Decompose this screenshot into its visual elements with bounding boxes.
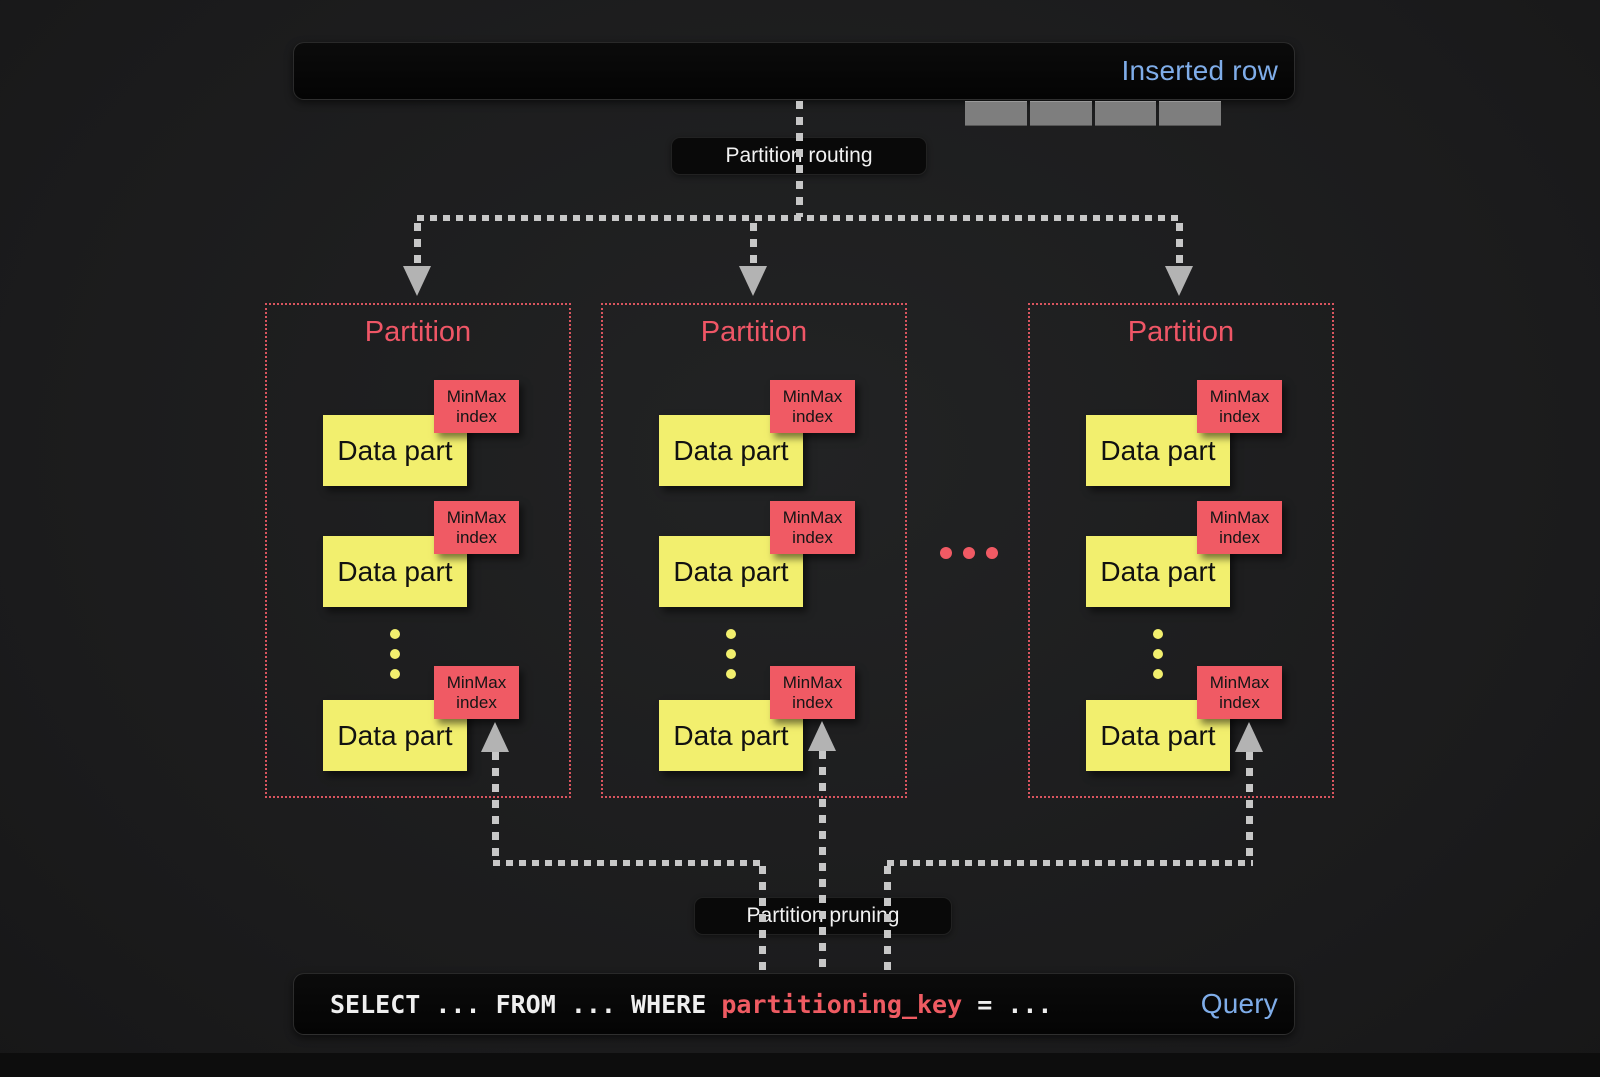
data-part-box: Data part xyxy=(1086,536,1230,607)
query-label: Query xyxy=(1200,988,1278,1019)
minmax-index-tag: MinMax index xyxy=(434,666,519,719)
row-segment xyxy=(1029,101,1092,126)
arrow-up-icon xyxy=(481,722,509,752)
partition-box-3: Partition MinMax index Data part MinMax … xyxy=(1028,303,1334,798)
routing-branch-line xyxy=(417,215,1180,221)
routing-arrow-stem-middle xyxy=(750,223,757,267)
routing-arrow-stem-left xyxy=(414,223,421,267)
more-parts-ellipsis-icon xyxy=(726,629,736,679)
pruning-branch-line-right xyxy=(887,860,1253,866)
partitioning-key-token: partitioning_key xyxy=(721,989,963,1019)
pruning-stem-right-down xyxy=(884,866,891,973)
routing-feed-line xyxy=(796,101,803,217)
more-parts-ellipsis-icon xyxy=(390,629,400,679)
row-segment xyxy=(1094,101,1157,126)
more-parts-ellipsis-icon xyxy=(1153,629,1163,679)
bottom-strip xyxy=(0,1053,1600,1077)
row-segment xyxy=(1159,101,1221,126)
pruning-branch-line-left xyxy=(493,860,765,866)
data-part-box: Data part xyxy=(323,415,467,486)
minmax-index-tag: MinMax index xyxy=(1197,501,1282,554)
arrow-up-icon xyxy=(1235,722,1263,752)
partition-ellipsis-icon xyxy=(940,547,998,559)
partition-box-2: Partition MinMax index Data part MinMax … xyxy=(601,303,907,798)
partition-title: Partition xyxy=(364,316,472,348)
query-panel: SELECT ... FROM ... WHERE partitioning_k… xyxy=(293,973,1295,1035)
minmax-index-tag: MinMax index xyxy=(1197,666,1282,719)
routing-arrow-stem-right xyxy=(1176,223,1183,267)
minmax-index-tag: MinMax index xyxy=(434,380,519,433)
arrow-up-icon xyxy=(808,721,836,751)
arrow-down-icon xyxy=(1165,266,1193,296)
query-code: SELECT ... FROM ... WHERE partitioning_k… xyxy=(294,990,1052,1019)
minmax-index-tag: MinMax index xyxy=(770,380,855,433)
arrow-down-icon xyxy=(739,266,767,296)
minmax-index-tag: MinMax index xyxy=(770,666,855,719)
minmax-index-tag: MinMax index xyxy=(1197,380,1282,433)
partition-box-1: Partition MinMax index Data part MinMax … xyxy=(265,303,571,798)
pruning-stem-left-down xyxy=(759,866,766,973)
partition-title: Partition xyxy=(700,316,808,348)
minmax-index-tag: MinMax index xyxy=(770,501,855,554)
inserted-row-label: Inserted row xyxy=(1121,55,1278,86)
arrow-down-icon xyxy=(403,266,431,296)
partition-title: Partition xyxy=(1127,316,1235,348)
row-segment xyxy=(965,101,1027,126)
data-part-box: Data part xyxy=(323,536,467,607)
pruning-stem-middle xyxy=(819,751,826,973)
query-code-before: SELECT ... FROM ... WHERE xyxy=(330,989,722,1019)
pruning-stem-right-up xyxy=(1246,752,1253,863)
data-part-box: Data part xyxy=(1086,415,1230,486)
pruning-stem-left-up xyxy=(492,752,499,863)
inserted-row-bar-icon xyxy=(965,101,1221,126)
inserted-row-panel: Inserted row xyxy=(293,42,1295,126)
query-code-after: = ... xyxy=(962,989,1053,1019)
minmax-index-tag: MinMax index xyxy=(434,501,519,554)
